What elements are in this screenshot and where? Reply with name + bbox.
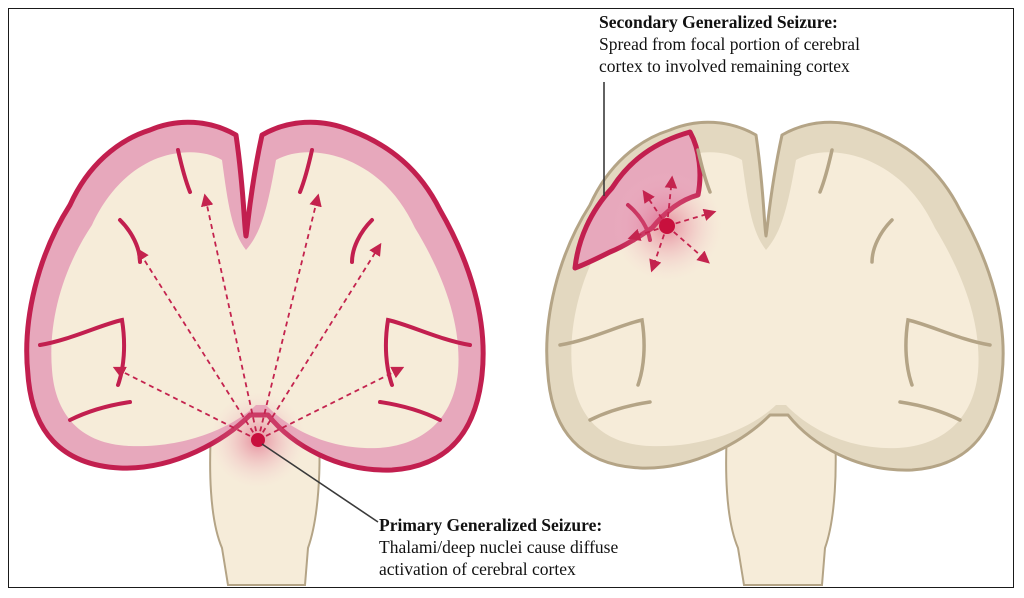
secondary-desc-line1: Spread from focal portion of cerebral — [599, 34, 860, 54]
left-brain-primary — [24, 119, 486, 586]
secondary-title: Secondary Generalized Seizure: — [599, 12, 838, 32]
left-thalamic-focus — [251, 433, 265, 447]
primary-title: Primary Generalized Seizure: — [379, 515, 603, 535]
left-spread-arrows — [112, 193, 405, 441]
right-focal-point — [659, 218, 675, 234]
right-brainstem — [725, 414, 837, 586]
right-brain-secondary — [545, 82, 1005, 586]
primary-leader-line — [261, 443, 379, 523]
secondary-desc-line2: cortex to involved remaining cortex — [599, 56, 850, 76]
primary-desc-line2: activation of cerebral cortex — [379, 559, 576, 579]
left-white-matter — [51, 152, 459, 449]
primary-seizure-label: Primary Generalized Seizure: Thalami/dee… — [379, 514, 618, 580]
right-spread-arrows — [627, 175, 717, 273]
primary-desc-line1: Thalami/deep nuclei cause diffuse — [379, 537, 619, 557]
right-sulci — [558, 148, 992, 422]
secondary-seizure-label: Secondary Generalized Seizure: Spread fr… — [599, 11, 860, 77]
